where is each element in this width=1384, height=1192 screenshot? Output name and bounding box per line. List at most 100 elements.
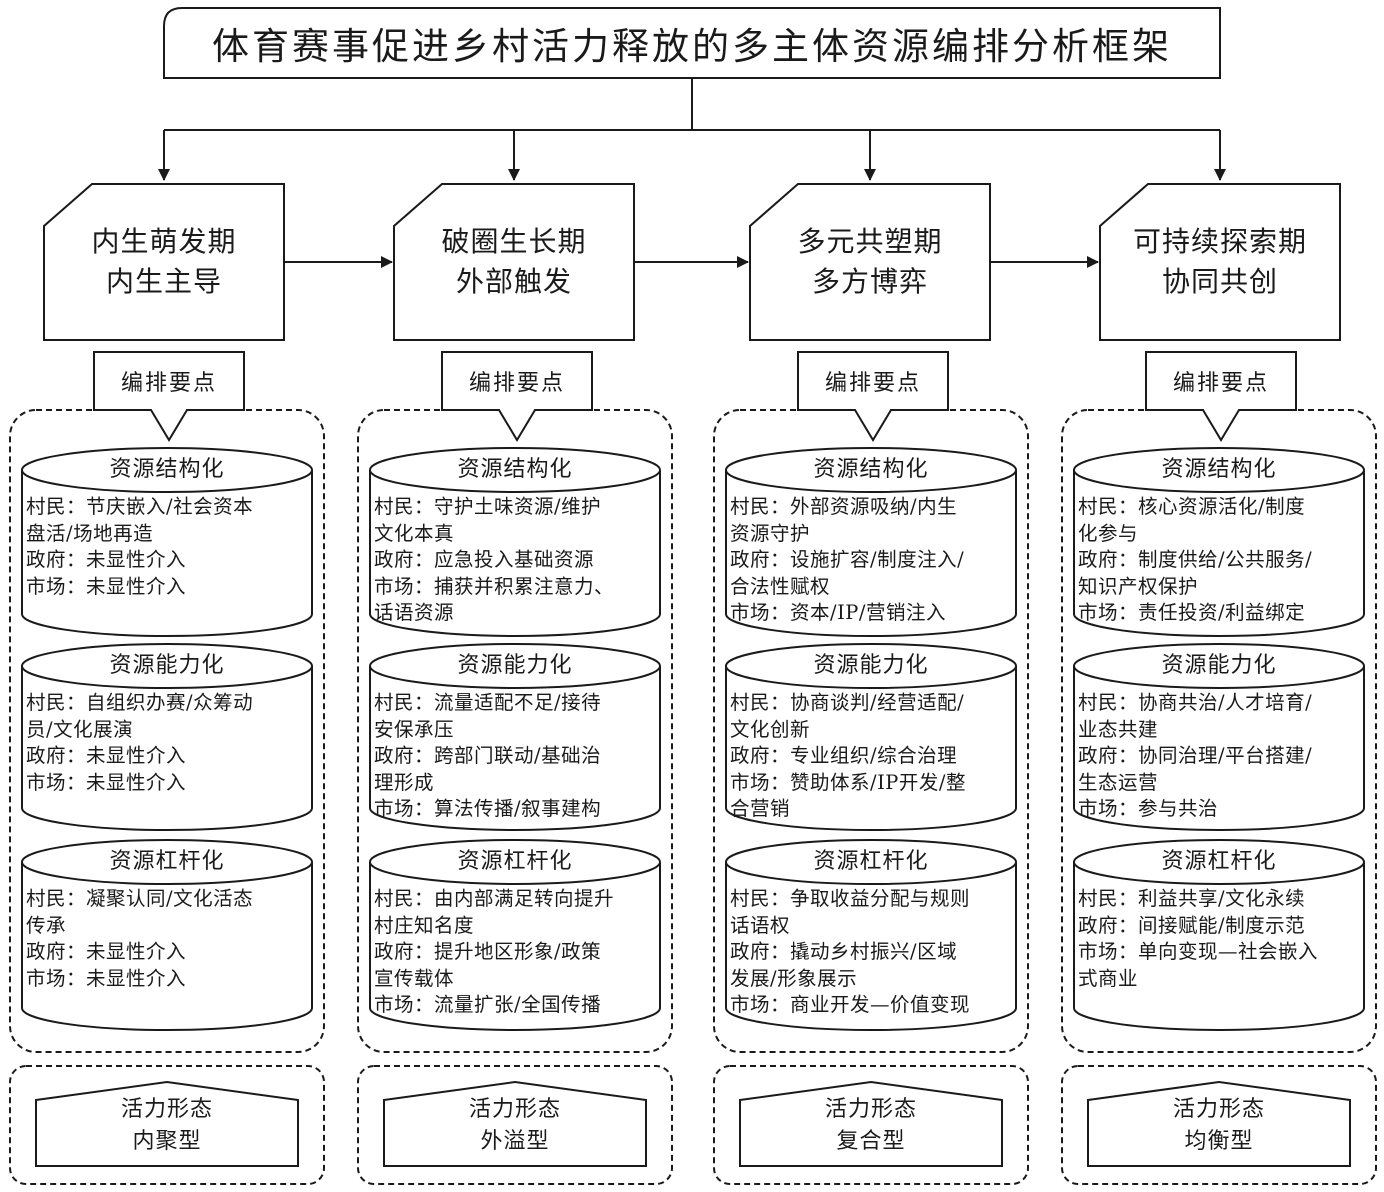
content-line: 村民：流量适配不足/接待 [374,691,602,714]
cylinder-1-3 [21,839,313,1031]
column-1-shapes [9,351,325,1185]
content-line: 政府：应急投入基础资源 [374,548,595,571]
vitality-frame-2 [357,1065,673,1185]
vitality-frame-3 [713,1065,1029,1185]
vitality-2-label: 活力形态 [468,1097,561,1122]
cylinder-3-1 [725,447,1017,637]
content-line: 市场：捕获并积累注意力、 [374,574,615,598]
callout-box-4 [1145,351,1297,442]
cylinder-3-2-content: 村民：协商谈判/经营适配/ 文化创新 政府：专业组织/综合治理 市场：赞助体系/… [730,690,1014,823]
column-4-shapes [1061,351,1377,1185]
callout-box-2 [441,351,593,442]
cylinder-2-1 [369,447,661,637]
cylinder-2-2-content: 村民：流量适配不足/接待 安保承压 政府：跨部门联动/基础治 理形成 市场：算法… [374,690,658,823]
content-line: 员/文化展演 [26,717,134,741]
phase-4-mode: 协同共创 [1161,265,1278,298]
content-line: 市场：未显性介入 [26,574,187,598]
cylinder-1-1-title: 资源结构化 [109,457,225,482]
content-line: 市场：责任投资/利益绑定 [1078,601,1306,624]
phase-3-name: 多元共塑期 [797,225,943,258]
vitality-frame-4 [1061,1065,1377,1185]
cylinder-3-1-title: 资源结构化 [813,457,929,482]
content-line: 市场：单向变现—社会嵌入 [1078,940,1319,963]
content-line: 话语权 [730,913,791,937]
content-line: 政府：未显性介入 [26,940,187,963]
phase-3: 多元共塑期 多方博弈 [750,184,990,340]
content-line: 传承 [26,913,67,937]
phase-1-mode: 内生主导 [105,265,222,298]
content-line: 生态运营 [1078,770,1159,794]
vitality-box-1 [35,1080,299,1167]
content-line: 安保承压 [374,717,455,741]
cylinder-2-3-content: 村民：由内部满足转向提升 村庄知名度 政府：提升地区形象/政策 宣传载体 市场：… [374,886,658,1019]
content-line: 村民：自组织办赛/众筹动 [26,691,254,714]
cylinder-3-2-title: 资源能力化 [813,653,929,678]
cylinder-3-3-content: 村民：争取收益分配与规则 话语权 政府：撬动乡村振兴/区域 发展/形象展示 市场… [730,886,1014,1019]
vitality-frame-1 [9,1065,325,1185]
title-box [163,7,1221,79]
cylinder-1-2 [21,643,313,831]
content-line: 市场：未显性介入 [26,966,187,990]
content-line: 市场：资本/IP/营销注入 [730,601,946,624]
phase-2-mode: 外部触发 [455,265,572,298]
content-line: 村民：利益共享/文化永续 [1078,887,1306,910]
vitality-box-3 [739,1080,1003,1167]
cylinder-3-3 [725,839,1017,1031]
cylinder-3-1-content: 村民：外部资源吸纳/内生 资源守护 政府：设施扩容/制度注入/ 合法性赋权 市场… [730,494,1014,627]
cylinder-3-2 [725,643,1017,831]
vitality-box-2 [383,1080,647,1167]
vitality-3-label: 活力形态 [824,1097,917,1122]
content-line: 发展/形象展示 [730,966,858,990]
phase-1: 内生萌发期 内生主导 [44,184,284,340]
phase-box-4 [1099,183,1341,341]
content-line: 市场：算法传播/叙事建构 [374,797,602,820]
content-line: 式商业 [1078,966,1139,990]
distribution-connectors [158,78,1226,181]
content-line: 理形成 [374,770,435,794]
content-line: 村民：由内部满足转向提升 [374,887,615,910]
content-line: 政府：间接赋能/制度示范 [1078,913,1306,937]
vitality-1-label: 活力形态 [120,1097,213,1122]
content-line: 合营销 [730,797,791,820]
content-line: 化参与 [1078,521,1139,545]
phase-3-mode: 多方博弈 [811,265,928,298]
cylinder-3-3-title: 资源杠杆化 [813,849,929,874]
content-line: 政府：专业组织/综合治理 [730,744,958,767]
content-line: 业态共建 [1078,717,1159,741]
vitality-2: 活力形态 外溢型 [383,1094,647,1158]
orchestration-tag-4: 编排要点 [1172,371,1269,396]
cylinder-2-3-title: 资源杠杆化 [457,849,573,874]
cylinder-2-3 [369,839,661,1031]
content-line: 市场：流量扩张/全国传播 [374,993,602,1016]
phase-box-2 [393,183,635,341]
vitality-1-type: 内聚型 [132,1129,202,1154]
cylinder-4-1-content: 村民：核心资源活化/制度 化参与 政府：制度供给/公共服务/ 知识产权保护 市场… [1078,494,1362,627]
content-line: 政府：未显性介入 [26,548,187,571]
callout-box-1 [93,351,245,442]
cylinder-4-2 [1073,643,1365,831]
diagram-title: 体育赛事促进乡村活力释放的多主体资源编排分析框架 [212,25,1172,68]
content-line: 市场：商业开发—价值变现 [730,993,971,1016]
content-line: 合法性赋权 [730,574,831,598]
vitality-1: 活力形态 内聚型 [35,1094,299,1158]
content-line: 话语资源 [374,601,455,624]
vitality-4-label: 活力形态 [1172,1097,1265,1122]
phase-2-name: 破圈生长期 [441,225,587,258]
content-line: 文化创新 [730,717,811,741]
content-line: 政府：跨部门联动/基础治 [374,744,602,767]
vitality-3: 活力形态 复合型 [739,1094,1003,1158]
vitality-4: 活力形态 均衡型 [1087,1094,1351,1158]
cylinder-1-1 [21,447,313,637]
content-line: 盘活/场地再造 [26,521,154,545]
content-line: 村民：凝聚认同/文化活态 [26,887,254,910]
content-line: 政府：提升地区形象/政策 [374,940,602,963]
content-line: 村民：外部资源吸纳/内生 [730,495,958,518]
cylinder-4-2-content: 村民：协商共治/人才培育/ 业态共建 政府：协同治理/平台搭建/ 生态运营 市场… [1078,690,1362,823]
vitality-3-type: 复合型 [836,1129,906,1154]
content-line: 政府：撬动乡村振兴/区域 [730,940,958,963]
content-line: 市场：未显性介入 [26,770,187,794]
cylinder-2-1-content: 村民：守护土味资源/维护 文化本真 政府：应急投入基础资源 市场：捕获并积累注意… [374,494,658,627]
vitality-4-type: 均衡型 [1184,1129,1254,1154]
callout-box-3 [797,351,949,442]
